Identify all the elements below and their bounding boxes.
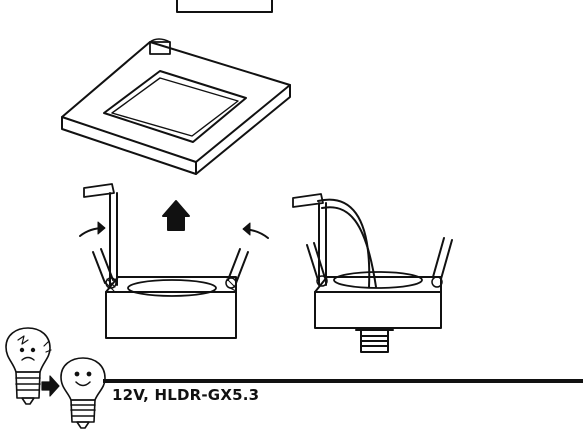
caption-rule	[103, 379, 583, 383]
curved-arrow-icon	[79, 221, 269, 239]
top-box-fragment	[176, 0, 273, 13]
broken-bulb-icon	[5, 327, 52, 405]
housing-left	[83, 183, 249, 339]
trim-cover-plate	[61, 38, 291, 175]
up-arrow-icon	[162, 200, 190, 231]
right-arrow-icon	[41, 375, 60, 397]
housing-right	[292, 193, 453, 353]
lamp-spec-caption: 12V, HLDR-GX5.3	[112, 386, 260, 404]
smiling-bulb-icon	[60, 357, 106, 429]
